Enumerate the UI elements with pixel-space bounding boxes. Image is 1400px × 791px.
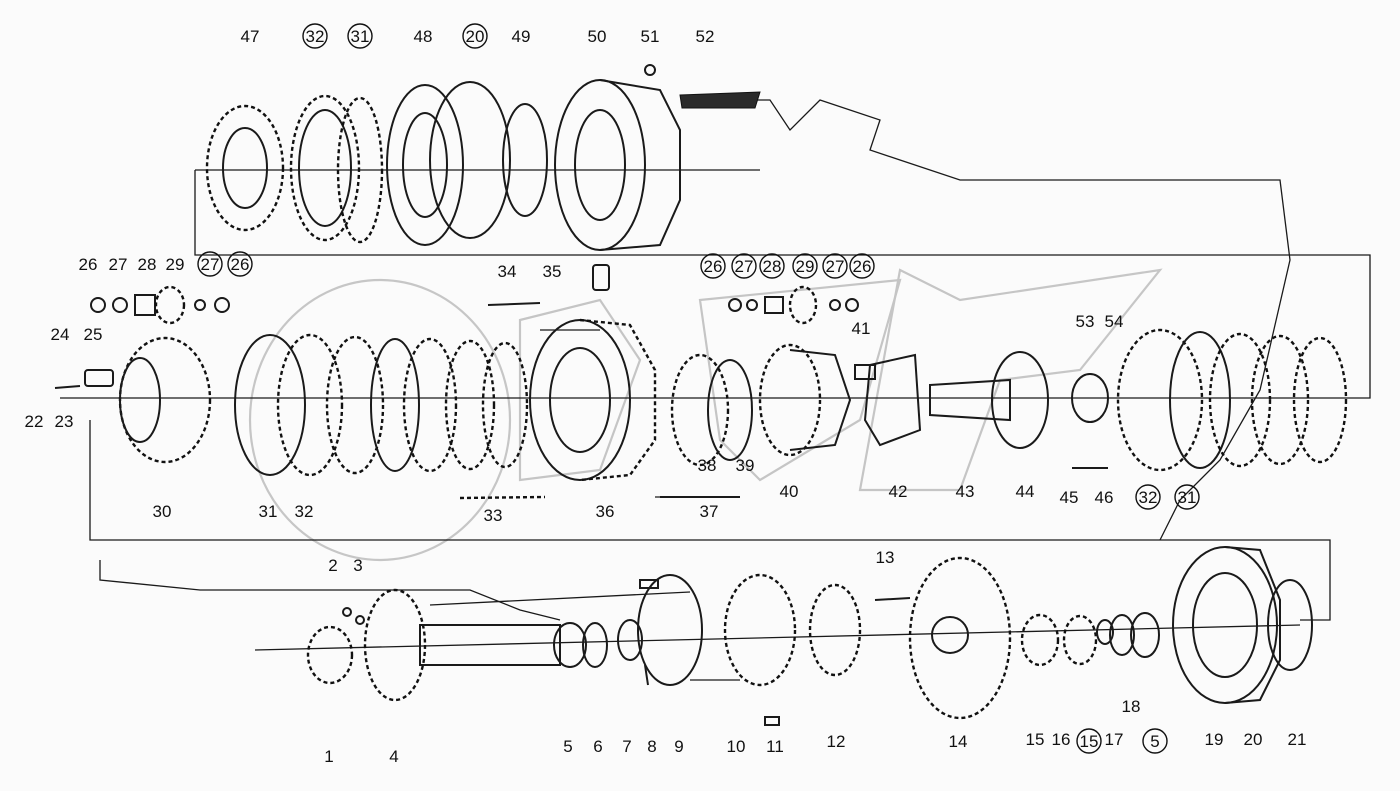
callout-label: 8	[647, 737, 656, 756]
callout-label: 26	[231, 255, 250, 274]
callout-label: 44	[1016, 482, 1035, 501]
callout-circle	[302, 23, 328, 49]
callout-label: 35	[543, 262, 562, 281]
callout-circle	[731, 253, 757, 279]
callout-label: 26	[79, 255, 98, 274]
callout-label: 5	[1150, 732, 1159, 751]
callout-label: 5	[563, 737, 572, 756]
callout-label: 31	[1178, 488, 1197, 507]
callout-label: 15	[1026, 730, 1045, 749]
callout-label: 20	[1244, 730, 1263, 749]
callout-label: 53	[1076, 312, 1095, 331]
callout-label: 43	[956, 482, 975, 501]
callout-label: 3	[353, 556, 362, 575]
callout-circle	[1076, 728, 1102, 754]
callout-label: 34	[498, 262, 517, 281]
callout-label: 27	[109, 255, 128, 274]
callout-label: 18	[1122, 697, 1141, 716]
callout-circle	[792, 253, 818, 279]
callout-label: 10	[727, 737, 746, 756]
callout-label: 28	[763, 257, 782, 276]
callout-label: 24	[51, 325, 70, 344]
callout-label: 6	[593, 737, 602, 756]
callout-circle	[347, 23, 373, 49]
watermark	[248, 268, 1163, 562]
callout-circle	[822, 253, 848, 279]
callout-label: 16	[1052, 730, 1071, 749]
callout-label: 38	[698, 456, 717, 475]
callout-label: 40	[780, 482, 799, 501]
callout-label: 47	[241, 27, 260, 46]
callout-circle	[1174, 484, 1200, 510]
leader-lines	[60, 99, 1371, 681]
callout-label: 48	[414, 27, 433, 46]
callout-label: 54	[1105, 312, 1124, 331]
callout-label: 52	[696, 27, 715, 46]
callout-label: 46	[1095, 488, 1114, 507]
callout-label: 7	[622, 737, 631, 756]
callout-circle	[700, 253, 726, 279]
callout-label: 31	[259, 502, 278, 521]
callout-label: 26	[853, 257, 872, 276]
callout-label: 27	[201, 255, 220, 274]
callout-label: 28	[138, 255, 157, 274]
callout-label: 33	[484, 506, 503, 525]
callout-label: 25	[84, 325, 103, 344]
callout-label: 32	[1139, 488, 1158, 507]
callout-label: 32	[306, 27, 325, 46]
callout-label: 9	[674, 737, 683, 756]
callout-label: 23	[55, 412, 74, 431]
callout-label: 31	[351, 27, 370, 46]
callout-label: 51	[641, 27, 660, 46]
callout-circle	[1135, 484, 1161, 510]
callout-label: 27	[735, 257, 754, 276]
callout-label: 1	[324, 747, 333, 766]
callout-label: 15	[1080, 732, 1099, 751]
callout-label: 20	[466, 27, 485, 46]
callout-label: 36	[596, 502, 615, 521]
callout-circle	[197, 251, 223, 277]
callout-label: 27	[826, 257, 845, 276]
bottom-row-parts	[306, 546, 1313, 726]
callout-label: 32	[295, 502, 314, 521]
callout-circle	[227, 251, 253, 277]
callout-label: 29	[796, 257, 815, 276]
callout-label: 39	[736, 456, 755, 475]
callout-label: 14	[949, 732, 968, 751]
callout-label: 30	[153, 502, 172, 521]
callout-label: 45	[1060, 488, 1079, 507]
callout-label: 37	[700, 502, 719, 521]
callout-label: 12	[827, 732, 846, 751]
top-row-parts	[205, 64, 761, 251]
callout-label: 41	[852, 319, 871, 338]
callout-circle	[462, 23, 488, 49]
callout-label: 4	[389, 747, 398, 766]
callout-circle	[1142, 728, 1168, 754]
middle-row-parts	[54, 264, 1348, 500]
callout-label: 19	[1205, 730, 1224, 749]
callout-label: 22	[25, 412, 44, 431]
callout-circle	[759, 253, 785, 279]
callout-label: 26	[704, 257, 723, 276]
callout-label: 11	[766, 737, 784, 756]
callout-label: 2	[328, 556, 337, 575]
callout-label: 42	[889, 482, 908, 501]
callout-circle	[849, 253, 875, 279]
callout-label: 49	[512, 27, 531, 46]
callout-label: 13	[876, 548, 895, 567]
callout-label: 17	[1105, 730, 1124, 749]
callout-label: 29	[166, 255, 185, 274]
callout-label: 21	[1288, 730, 1307, 749]
callout-label: 50	[588, 27, 607, 46]
